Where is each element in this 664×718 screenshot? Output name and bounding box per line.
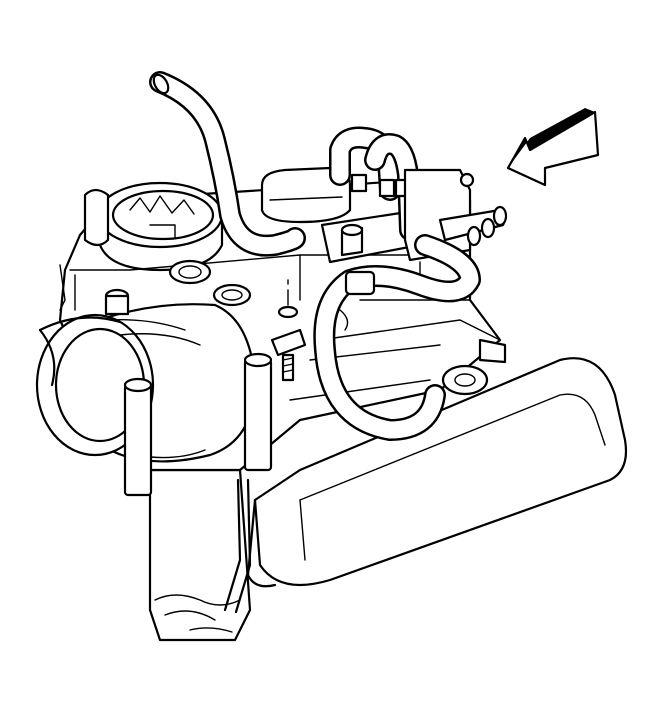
- engine-base: [148, 468, 252, 642]
- bypass-hose: [313, 234, 481, 441]
- sensor-housing: [260, 166, 422, 264]
- throttle-body: [83, 181, 224, 272]
- valve-cover: [246, 357, 628, 588]
- fuel-lines: [329, 126, 421, 241]
- pointer-arrow-icon: [506, 108, 600, 187]
- bolts: [104, 259, 507, 497]
- vacuum-hose: [149, 71, 306, 257]
